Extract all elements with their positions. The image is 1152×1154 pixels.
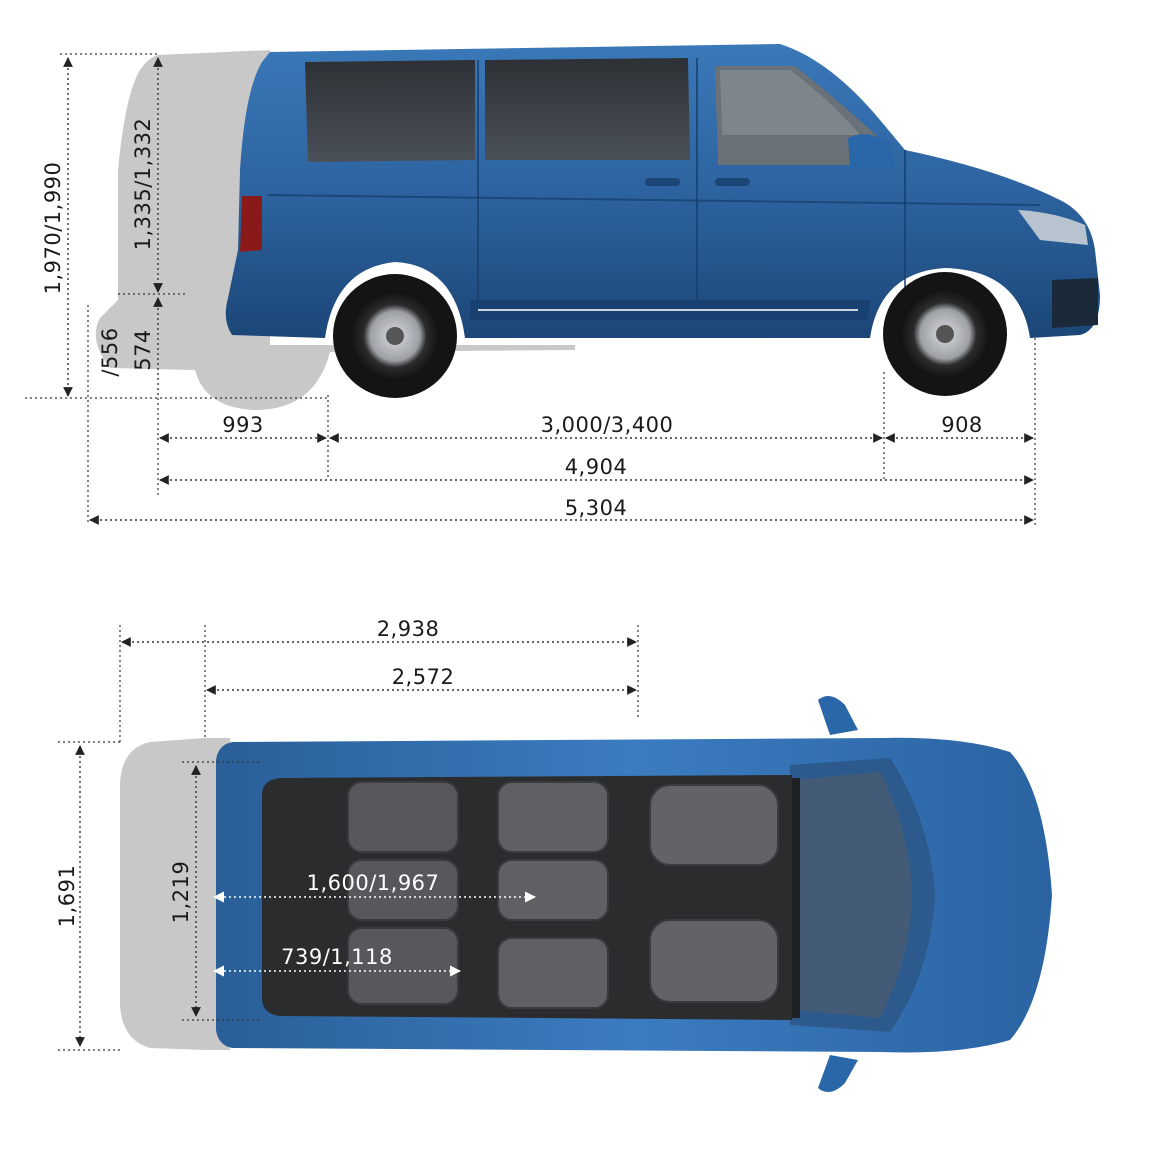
middle-window-side: [485, 58, 690, 160]
long-version-shadow-top: [120, 738, 230, 1050]
label-load-length-short: 739/1,118: [281, 945, 393, 969]
rear-window-side: [305, 60, 475, 162]
long-version-shadow: [95, 50, 575, 410]
label-ground-clearance-a: 574: [131, 329, 155, 371]
label-interior-width: 1,219: [169, 861, 193, 924]
mirror-top-right: [818, 1055, 858, 1092]
label-height-body: 1,335/1,332: [131, 118, 155, 251]
tail-light: [240, 196, 262, 252]
label-rear-overhang: 993: [222, 413, 264, 437]
label-length-short: 4,904: [565, 455, 628, 479]
top-view: 2,938 2,572 1,691 1,219 1,600/1,967 739/…: [55, 617, 1052, 1092]
label-ground-clearance-b: /556: [98, 327, 122, 376]
headlight: [1018, 210, 1088, 245]
rear-wheel: [333, 274, 457, 398]
seat-row-middle: [497, 781, 609, 1009]
seat-row-front: [649, 784, 779, 1003]
mirror-top-left: [818, 696, 858, 735]
label-interior-length-short: 2,572: [392, 665, 455, 689]
label-height-total: 1,970/1,990: [41, 162, 65, 295]
label-wheelbase: 3,000/3,400: [541, 413, 674, 437]
front-wheel: [883, 272, 1007, 396]
label-load-length-long: 1,600/1,967: [307, 871, 440, 895]
label-interior-length-long: 2,938: [377, 617, 440, 641]
label-length-long: 5,304: [565, 496, 628, 520]
label-front-overhang: 908: [941, 413, 983, 437]
label-overall-width: 1,691: [55, 865, 79, 928]
side-mirror: [848, 134, 895, 168]
side-view: 1,970/1,990 1,335/1,332 574 /556 993 3,0…: [25, 44, 1100, 525]
